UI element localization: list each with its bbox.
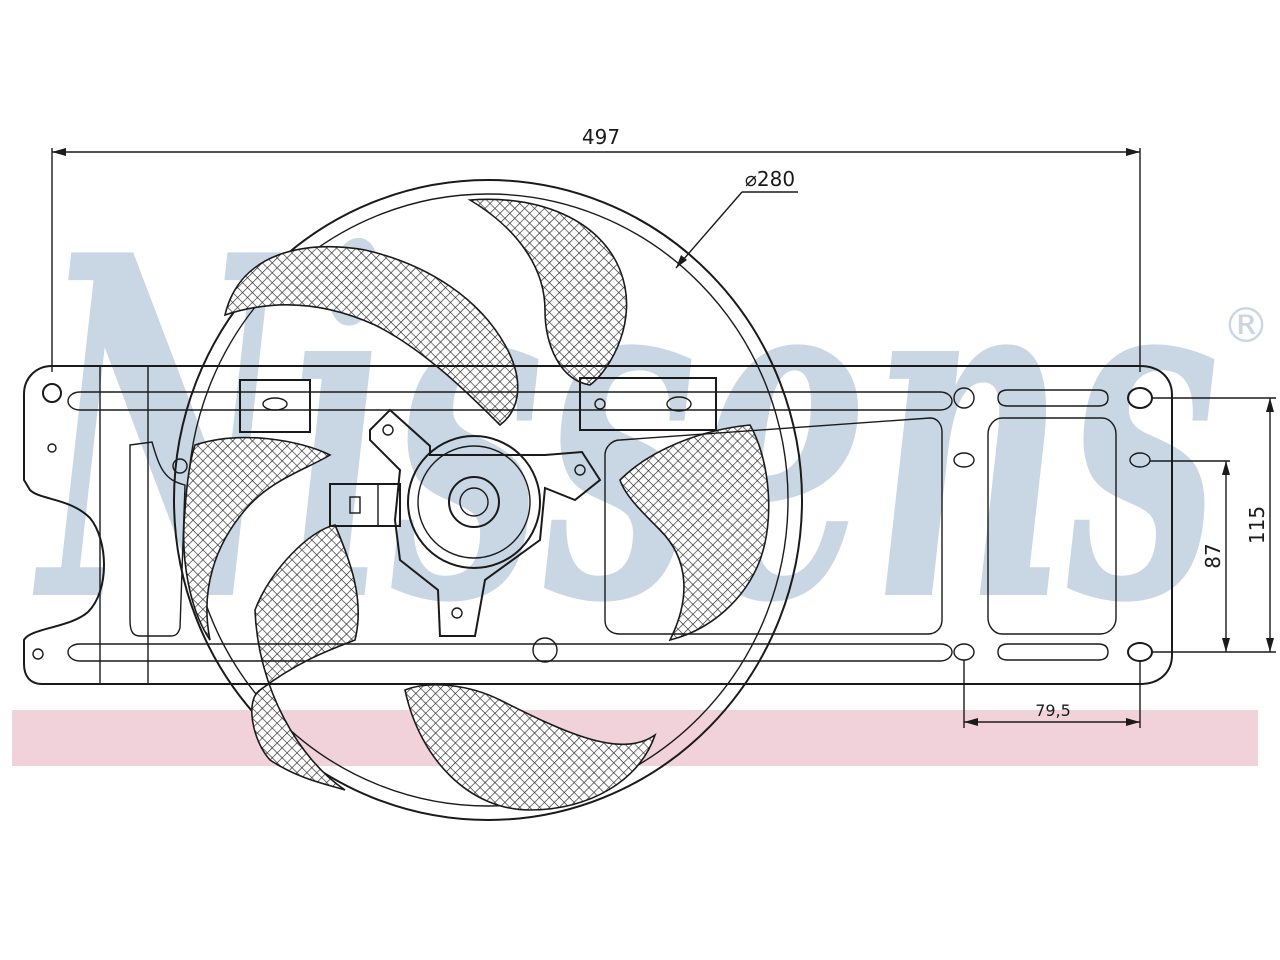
dimension-fan-diameter: ⌀280 bbox=[675, 167, 798, 269]
fan-motor bbox=[329, 408, 602, 637]
dimension-overall-width: 497 bbox=[51, 125, 1141, 372]
fan-blade-top-right bbox=[467, 198, 628, 386]
fan-blades bbox=[182, 198, 770, 811]
top-rail-slot bbox=[67, 391, 953, 411]
fan-blade-bottom bbox=[404, 684, 657, 811]
dimension-label-total-height: 115 bbox=[1245, 506, 1269, 544]
dimension-label-overall-width: 497 bbox=[582, 125, 620, 149]
watermark-registered-mark: ® bbox=[1222, 298, 1270, 354]
dimension-hole-spacing: 79,5 bbox=[963, 660, 1141, 728]
dimension-inner-height: 87 bbox=[1150, 460, 1230, 652]
electrical-connector bbox=[329, 483, 401, 527]
fan-blade-right bbox=[619, 424, 770, 642]
mounting-frame bbox=[23, 365, 1173, 685]
dimension-label-hole-spacing: 79,5 bbox=[1035, 701, 1071, 720]
dimension-label-fan-diameter: ⌀280 bbox=[745, 167, 795, 191]
fan-blade-left bbox=[182, 436, 332, 641]
dimension-total-height: 115 bbox=[1152, 397, 1276, 653]
frame-outline bbox=[23, 365, 1173, 685]
dimension-label-inner-height: 87 bbox=[1201, 543, 1225, 568]
bottom-rail-slot bbox=[67, 643, 953, 662]
fan-blade-top-left bbox=[223, 245, 519, 427]
